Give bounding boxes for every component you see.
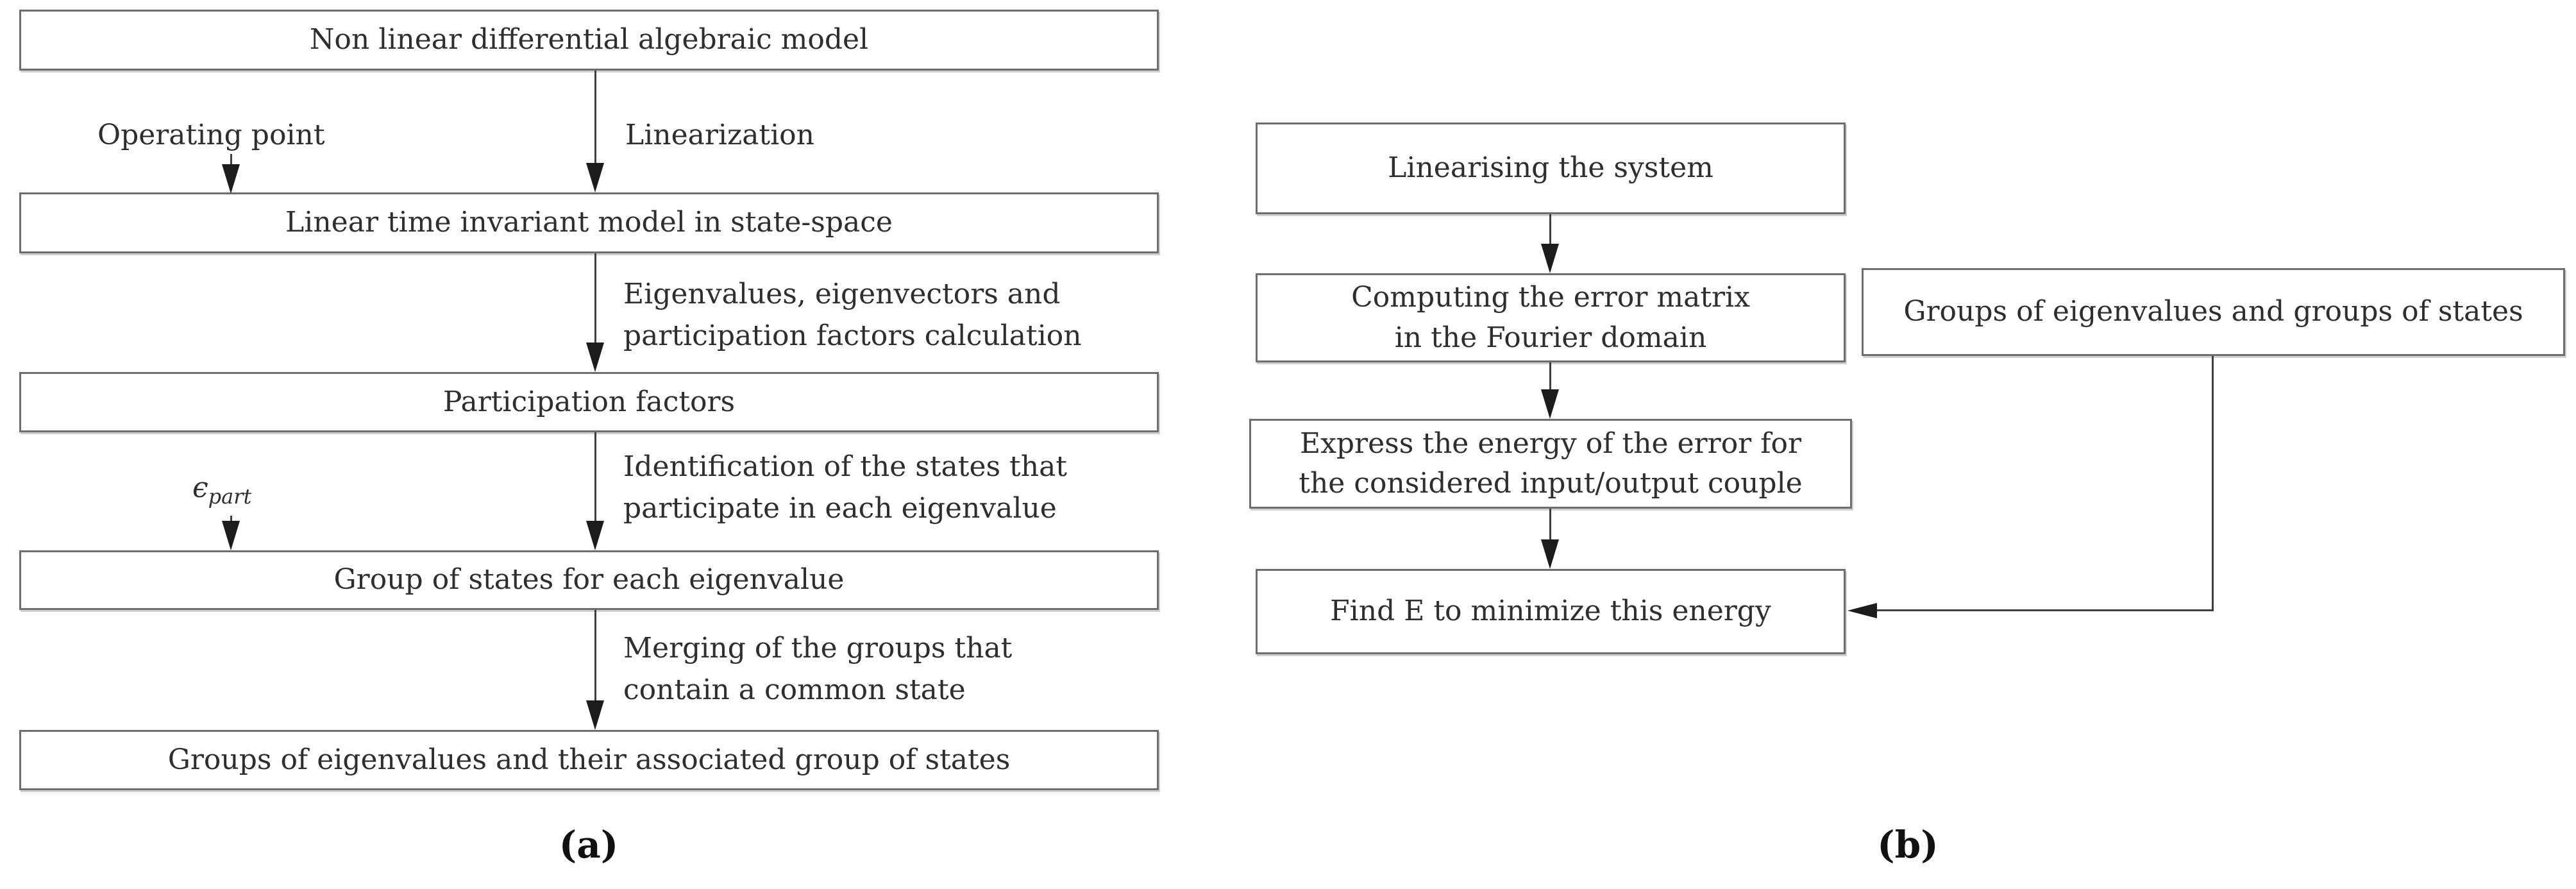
- box-linearising-system: Linearising the system: [1256, 123, 1846, 214]
- label-epsilon-part: ϵpart: [192, 471, 251, 509]
- arrow-b3-line: [1549, 509, 1551, 539]
- label-eigen-calculation: Eigenvalues, eigenvectors and participat…: [623, 278, 1082, 353]
- arrow-b3-head: [1541, 539, 1559, 569]
- box-groups-eigenvalues-states: Groups of eigenvalues and their associat…: [19, 730, 1159, 790]
- arrow-epsilon-line: [230, 516, 232, 523]
- elbow-connector-horizontal: [1877, 609, 2214, 611]
- elbow-connector-head: [1848, 603, 1877, 618]
- arrow-operating-point-head: [222, 164, 240, 194]
- label-merging: Merging of the groups that contain a com…: [623, 632, 1013, 707]
- arrow-b1-head: [1541, 244, 1559, 273]
- box-lti-model: Linear time invariant model in state-spa…: [19, 192, 1159, 253]
- arrow-identification-line: [594, 432, 596, 522]
- arrow-identification-head: [586, 521, 604, 550]
- box-error-matrix: Computing the error matrix in the Fourie…: [1256, 273, 1846, 362]
- label-linearization: Linearization: [625, 119, 815, 151]
- epsilon-symbol: ϵ: [192, 471, 208, 504]
- caption-panel-a: (a): [559, 823, 619, 867]
- arrow-eigen-calculation-head: [586, 343, 604, 372]
- arrow-b1-line: [1549, 214, 1551, 245]
- box-groups-eigenvalues-groups-states: Groups of eigenvalues and groups of stat…: [1862, 268, 2565, 356]
- label-operating-point: Operating point: [97, 119, 325, 151]
- arrow-epsilon-head: [222, 521, 240, 550]
- box-participation-factors: Participation factors: [19, 372, 1159, 432]
- epsilon-subscript: part: [208, 484, 252, 509]
- box-express-energy: Express the energy of the error for the …: [1249, 419, 1852, 509]
- box-find-e: Find E to minimize this energy: [1256, 569, 1846, 654]
- box-group-of-states: Group of states for each eigenvalue: [19, 550, 1159, 610]
- arrow-operating-point-line: [230, 154, 232, 167]
- box-nonlinear-model: Non linear differential algebraic model: [19, 10, 1159, 71]
- arrow-linearization-line: [594, 71, 596, 164]
- arrow-linearization-head: [586, 163, 604, 192]
- elbow-connector-vertical: [2212, 356, 2214, 611]
- label-identification: Identification of the states that partic…: [623, 450, 1067, 525]
- arrow-b2-head: [1541, 389, 1559, 419]
- arrow-merging-line: [594, 610, 596, 700]
- arrow-b2-line: [1549, 362, 1551, 391]
- arrow-merging-head: [586, 700, 604, 730]
- caption-panel-b: (b): [1877, 823, 1939, 867]
- arrow-eigen-calculation-line: [594, 253, 596, 344]
